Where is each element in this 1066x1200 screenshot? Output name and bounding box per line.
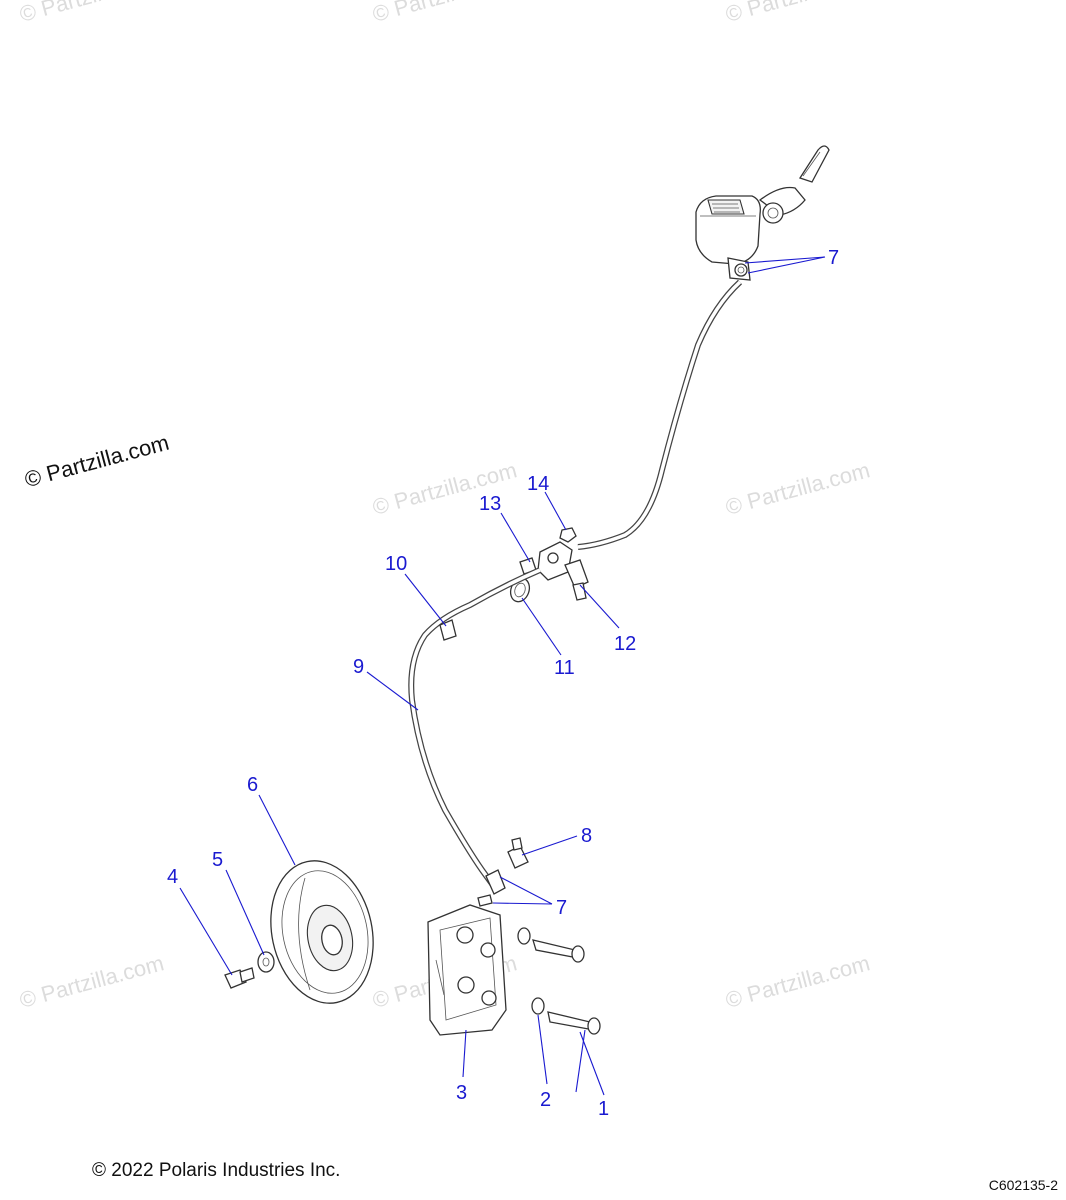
callout-5: 5	[212, 849, 223, 871]
figure-code: C602135-2	[988, 1177, 1058, 1193]
brake-caliper	[427, 904, 507, 1036]
callout-10: 10	[385, 553, 407, 575]
callout-13: 13	[479, 493, 501, 515]
watermark: © Partzilla.com	[723, 0, 873, 27]
callout-8: 8	[581, 825, 592, 847]
caliper-washer	[531, 997, 545, 1015]
caliper-bolts	[532, 939, 601, 1035]
callout-labels: 7 14 13 10 12 11 9 6 8 5 4 7 3 2 1	[167, 247, 839, 1120]
caliper-washer	[517, 927, 531, 945]
callout-1: 1	[598, 1098, 609, 1120]
callout-4: 4	[167, 866, 178, 888]
callout-7: 7	[828, 247, 839, 269]
callout-9: 9	[353, 656, 364, 678]
watermark: © Partzilla.com	[723, 950, 873, 1013]
watermark: © Partzilla.com	[370, 0, 520, 27]
callout-7: 7	[556, 897, 567, 919]
watermark: © Partzilla.com	[723, 457, 873, 520]
upper-brake-hose	[577, 279, 743, 550]
leader-lines	[179, 256, 826, 1096]
callout-2: 2	[540, 1089, 551, 1111]
callout-11: 11	[554, 657, 575, 679]
watermark: © Partzilla.com	[17, 950, 167, 1013]
brake-rotor	[270, 860, 374, 1004]
master-cylinder-assembly	[695, 145, 830, 281]
callout-3: 3	[456, 1082, 467, 1104]
rotor-washer	[257, 951, 275, 973]
lower-brake-hose	[408, 567, 542, 895]
watermark: © Partzilla.com	[17, 0, 167, 27]
rotor-bolt	[224, 967, 255, 989]
callout-12: 12	[614, 633, 636, 655]
callout-6: 6	[247, 774, 258, 796]
copyright-notice: © 2022 Polaris Industries Inc.	[92, 1160, 341, 1181]
watermarks: © Partzilla.com © Partzilla.com © Partzi…	[17, 0, 873, 1013]
brake-junction-block	[509, 527, 589, 603]
callout-14: 14	[527, 473, 549, 495]
bleeder-fitting	[507, 837, 529, 869]
